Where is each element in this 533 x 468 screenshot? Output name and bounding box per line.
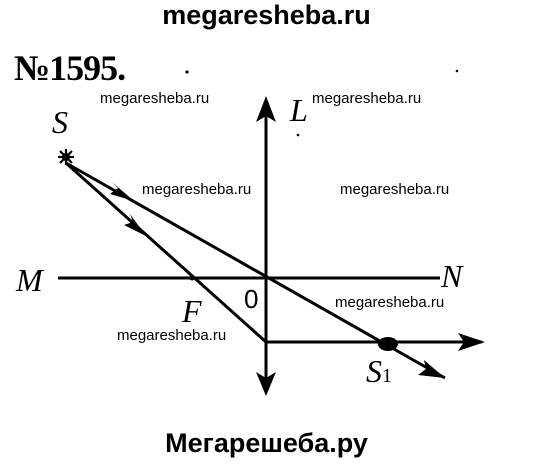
label-image-letter: S [366,353,382,389]
label-source: S [52,104,68,140]
parallel-ray-arrow [458,333,485,351]
watermark: megaresheba.ru [100,90,210,107]
label-axis-m: M [16,262,43,298]
center-ray-arrow-1 [110,182,134,201]
problem-number: №1595. [14,48,126,88]
scan-dot [455,69,459,73]
label-image: S1 [366,353,392,390]
scan-dot [296,133,300,137]
label-center: 0 [244,284,259,314]
source-point [62,153,70,161]
label-focus: F [182,293,202,329]
lens-bottom-arrow [256,372,276,396]
watermark: megaresheba.ru [312,90,422,107]
watermark: megaresheba.ru [142,181,252,198]
ray-through-focus [64,161,268,344]
image-point [378,337,398,351]
scan-dot [185,70,189,74]
site-header: megaresheba.ru [162,0,371,30]
lens-top-arrow [256,96,276,122]
label-axis-n: N [441,258,463,294]
watermark: megaresheba.ru [117,327,227,344]
label-image-subscript: 1 [382,365,392,387]
center-ray-arrow-2 [418,360,445,378]
watermark: megaresheba.ru [340,181,450,198]
watermark: megaresheba.ru [335,294,445,311]
label-lens: L [290,92,308,128]
focus-point [189,275,195,281]
focus-ray-arrow [124,214,146,236]
site-footer: Мегарешеба.ру [165,428,368,458]
